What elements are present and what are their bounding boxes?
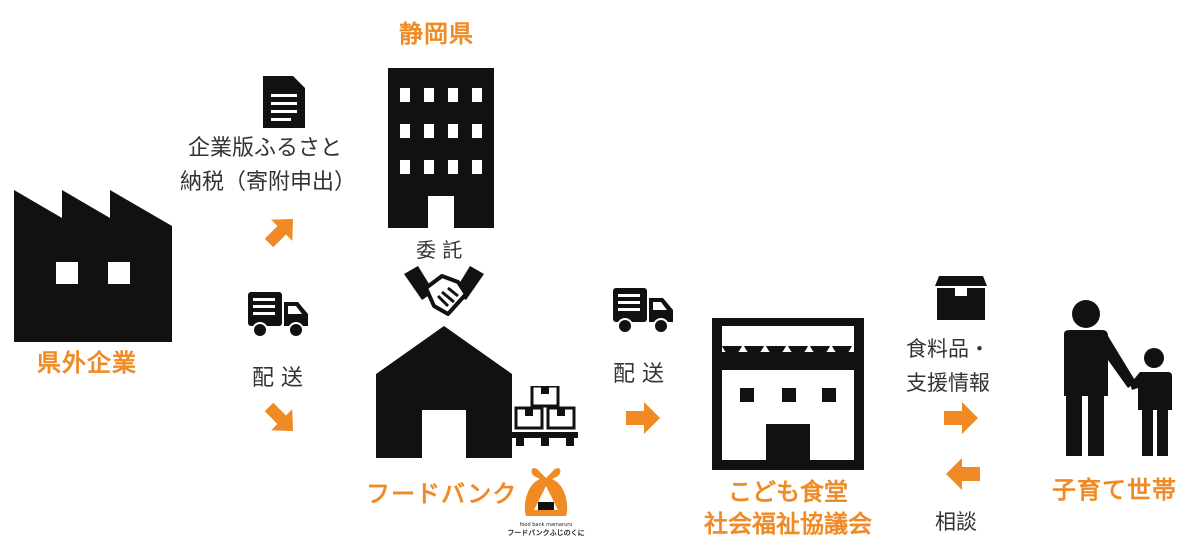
commission-label: 委 託 (416, 238, 463, 262)
cafeteria-label-line1: こども食堂 (728, 478, 848, 506)
box-icon (935, 276, 987, 320)
family-label: 子育て世帯 (1052, 476, 1177, 504)
truck-icon (248, 292, 310, 340)
arrow-down-right-icon (262, 400, 300, 438)
handshake-icon (404, 266, 484, 318)
cafeteria-label-line2: 社会福祉協議会 (704, 510, 872, 538)
parent-child-icon (1056, 300, 1176, 460)
office-building-icon (388, 68, 494, 228)
support-label-line1: 食料品・ (906, 337, 990, 361)
foodbank-label: フードバンク (366, 480, 518, 508)
company-label: 県外企業 (37, 349, 137, 377)
truck-icon (613, 288, 675, 336)
arrow-right-icon (944, 400, 980, 436)
warehouse-icon (376, 326, 512, 458)
consult-label: 相談 (935, 510, 977, 534)
arrow-right-icon (626, 400, 662, 436)
tax-label-line2: 納税（寄附申出） (180, 170, 357, 195)
tax-label: 企業版ふるさと 納税（寄附申出） (180, 132, 356, 200)
cafeteria-label: こども食堂 社会福祉協議会 (672, 476, 904, 540)
box-stack-icon (512, 386, 578, 446)
foodbank-logo: food bank mamaruru フードバンクふじのくに (504, 464, 588, 538)
tax-label-line1: 企業版ふるさと (188, 136, 343, 161)
delivery1-label: 配 送 (252, 366, 303, 391)
logo-line1: food bank mamaruru (519, 522, 573, 528)
logo-line2: フードバンクふじのくに (507, 529, 585, 537)
rice-ball-logo-icon (524, 468, 568, 516)
delivery2-label: 配 送 (613, 362, 664, 387)
prefecture-label: 静岡県 (399, 20, 474, 48)
arrow-left-icon (944, 456, 980, 492)
document-icon (263, 76, 305, 128)
storefront-icon (712, 318, 864, 470)
arrow-up-right-icon (262, 212, 300, 250)
support-label-line2: 支援情報 (906, 371, 990, 395)
factory-icon (14, 190, 172, 342)
support-label: 食料品・ 支援情報 (906, 332, 990, 400)
